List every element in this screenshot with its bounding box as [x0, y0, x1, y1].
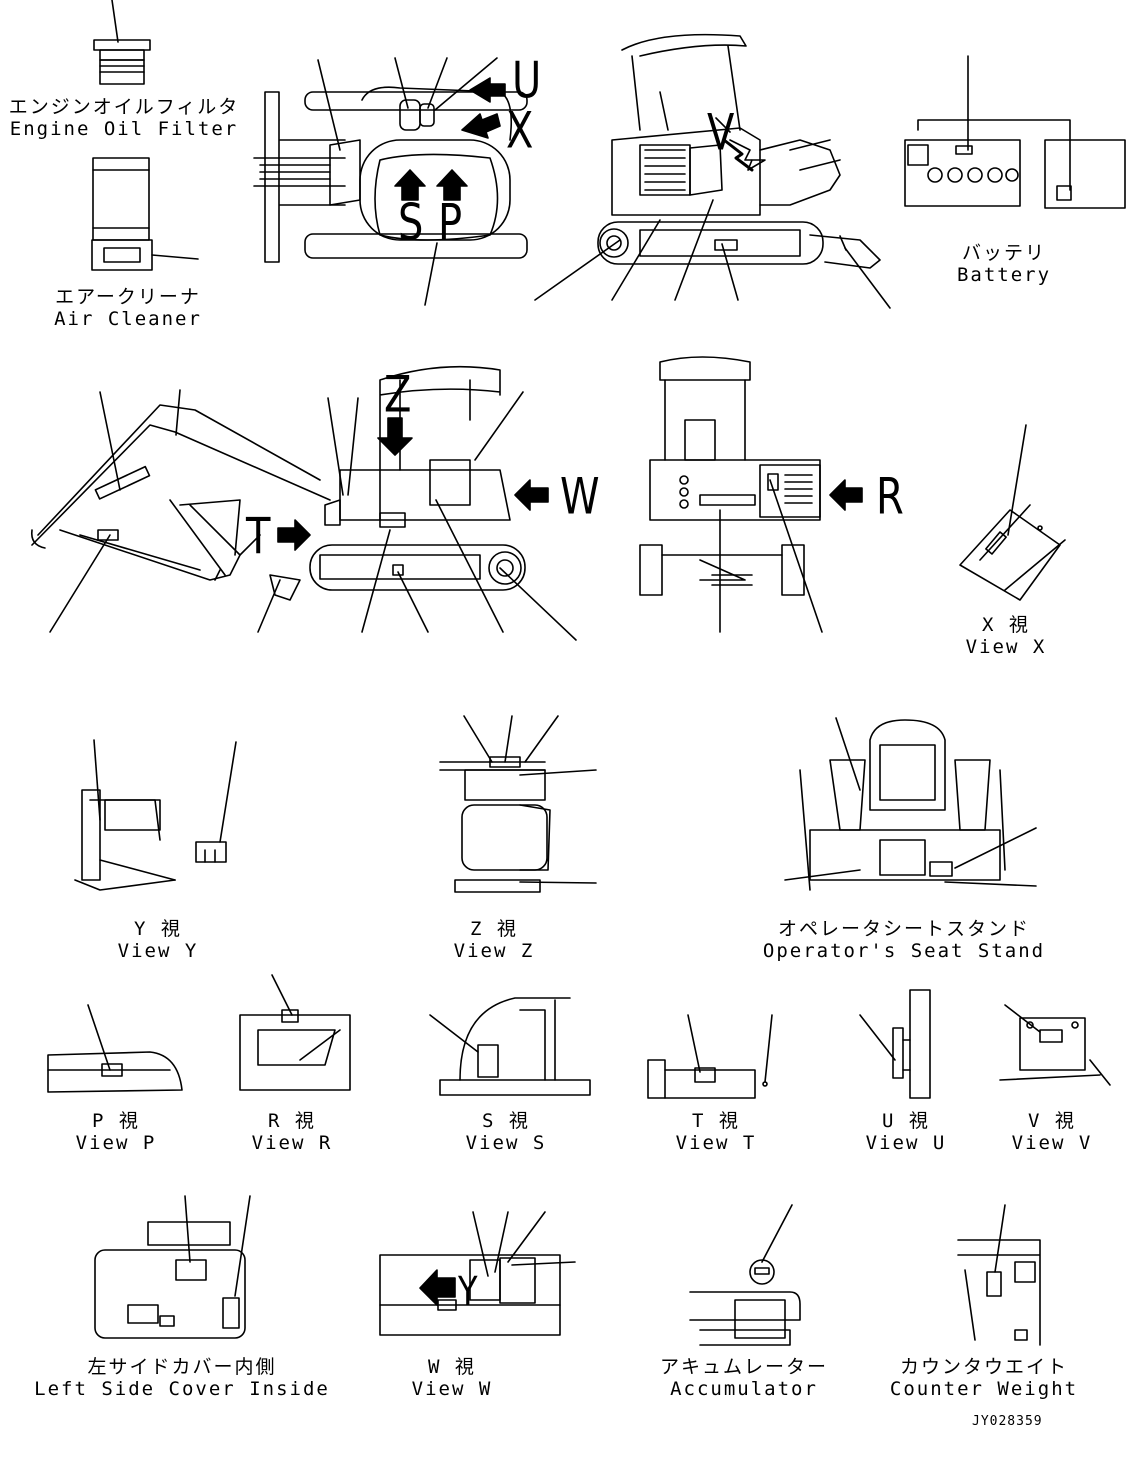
view-u-drawing	[859, 989, 931, 1099]
battery-drawing	[904, 55, 1126, 209]
view-letter-x: X	[506, 102, 534, 160]
rear-view-drawing	[639, 356, 863, 633]
view-s-drawing	[429, 997, 591, 1096]
counterweight-drawing	[957, 1204, 1041, 1346]
view-r-drawing	[239, 974, 351, 1091]
view-letter-y: Y	[458, 1267, 478, 1315]
view-y-drawing	[74, 739, 237, 891]
air-cleaner-drawing	[91, 157, 199, 271]
view-w-drawing	[379, 1211, 576, 1336]
view-letter-r: R	[876, 468, 904, 526]
view-letter-w: W	[560, 468, 600, 526]
left-cover-drawing	[94, 1195, 251, 1339]
view-letter-v: V	[707, 104, 735, 162]
view-x-drawing	[959, 424, 1066, 601]
rear-three-quarter-drawing	[534, 33, 891, 309]
document-id: JY028359	[972, 1414, 1043, 1429]
view-letter-s: S	[398, 194, 424, 252]
view-letter-z: Z	[384, 366, 412, 424]
view-letter-u: U	[512, 52, 542, 110]
view-v-drawing	[999, 1004, 1111, 1086]
view-p-drawing	[47, 1004, 183, 1093]
side-view-drawing	[30, 365, 577, 641]
view-letter-p: P	[438, 194, 463, 252]
view-z-drawing	[439, 715, 597, 893]
top-view-drawing	[253, 57, 528, 306]
view-t-drawing	[647, 1014, 773, 1099]
seat-stand-drawing	[784, 717, 1037, 891]
engine-oil-filter-drawing	[93, 0, 151, 85]
view-letter-t: T	[246, 508, 271, 566]
accumulator-drawing	[689, 1204, 801, 1346]
